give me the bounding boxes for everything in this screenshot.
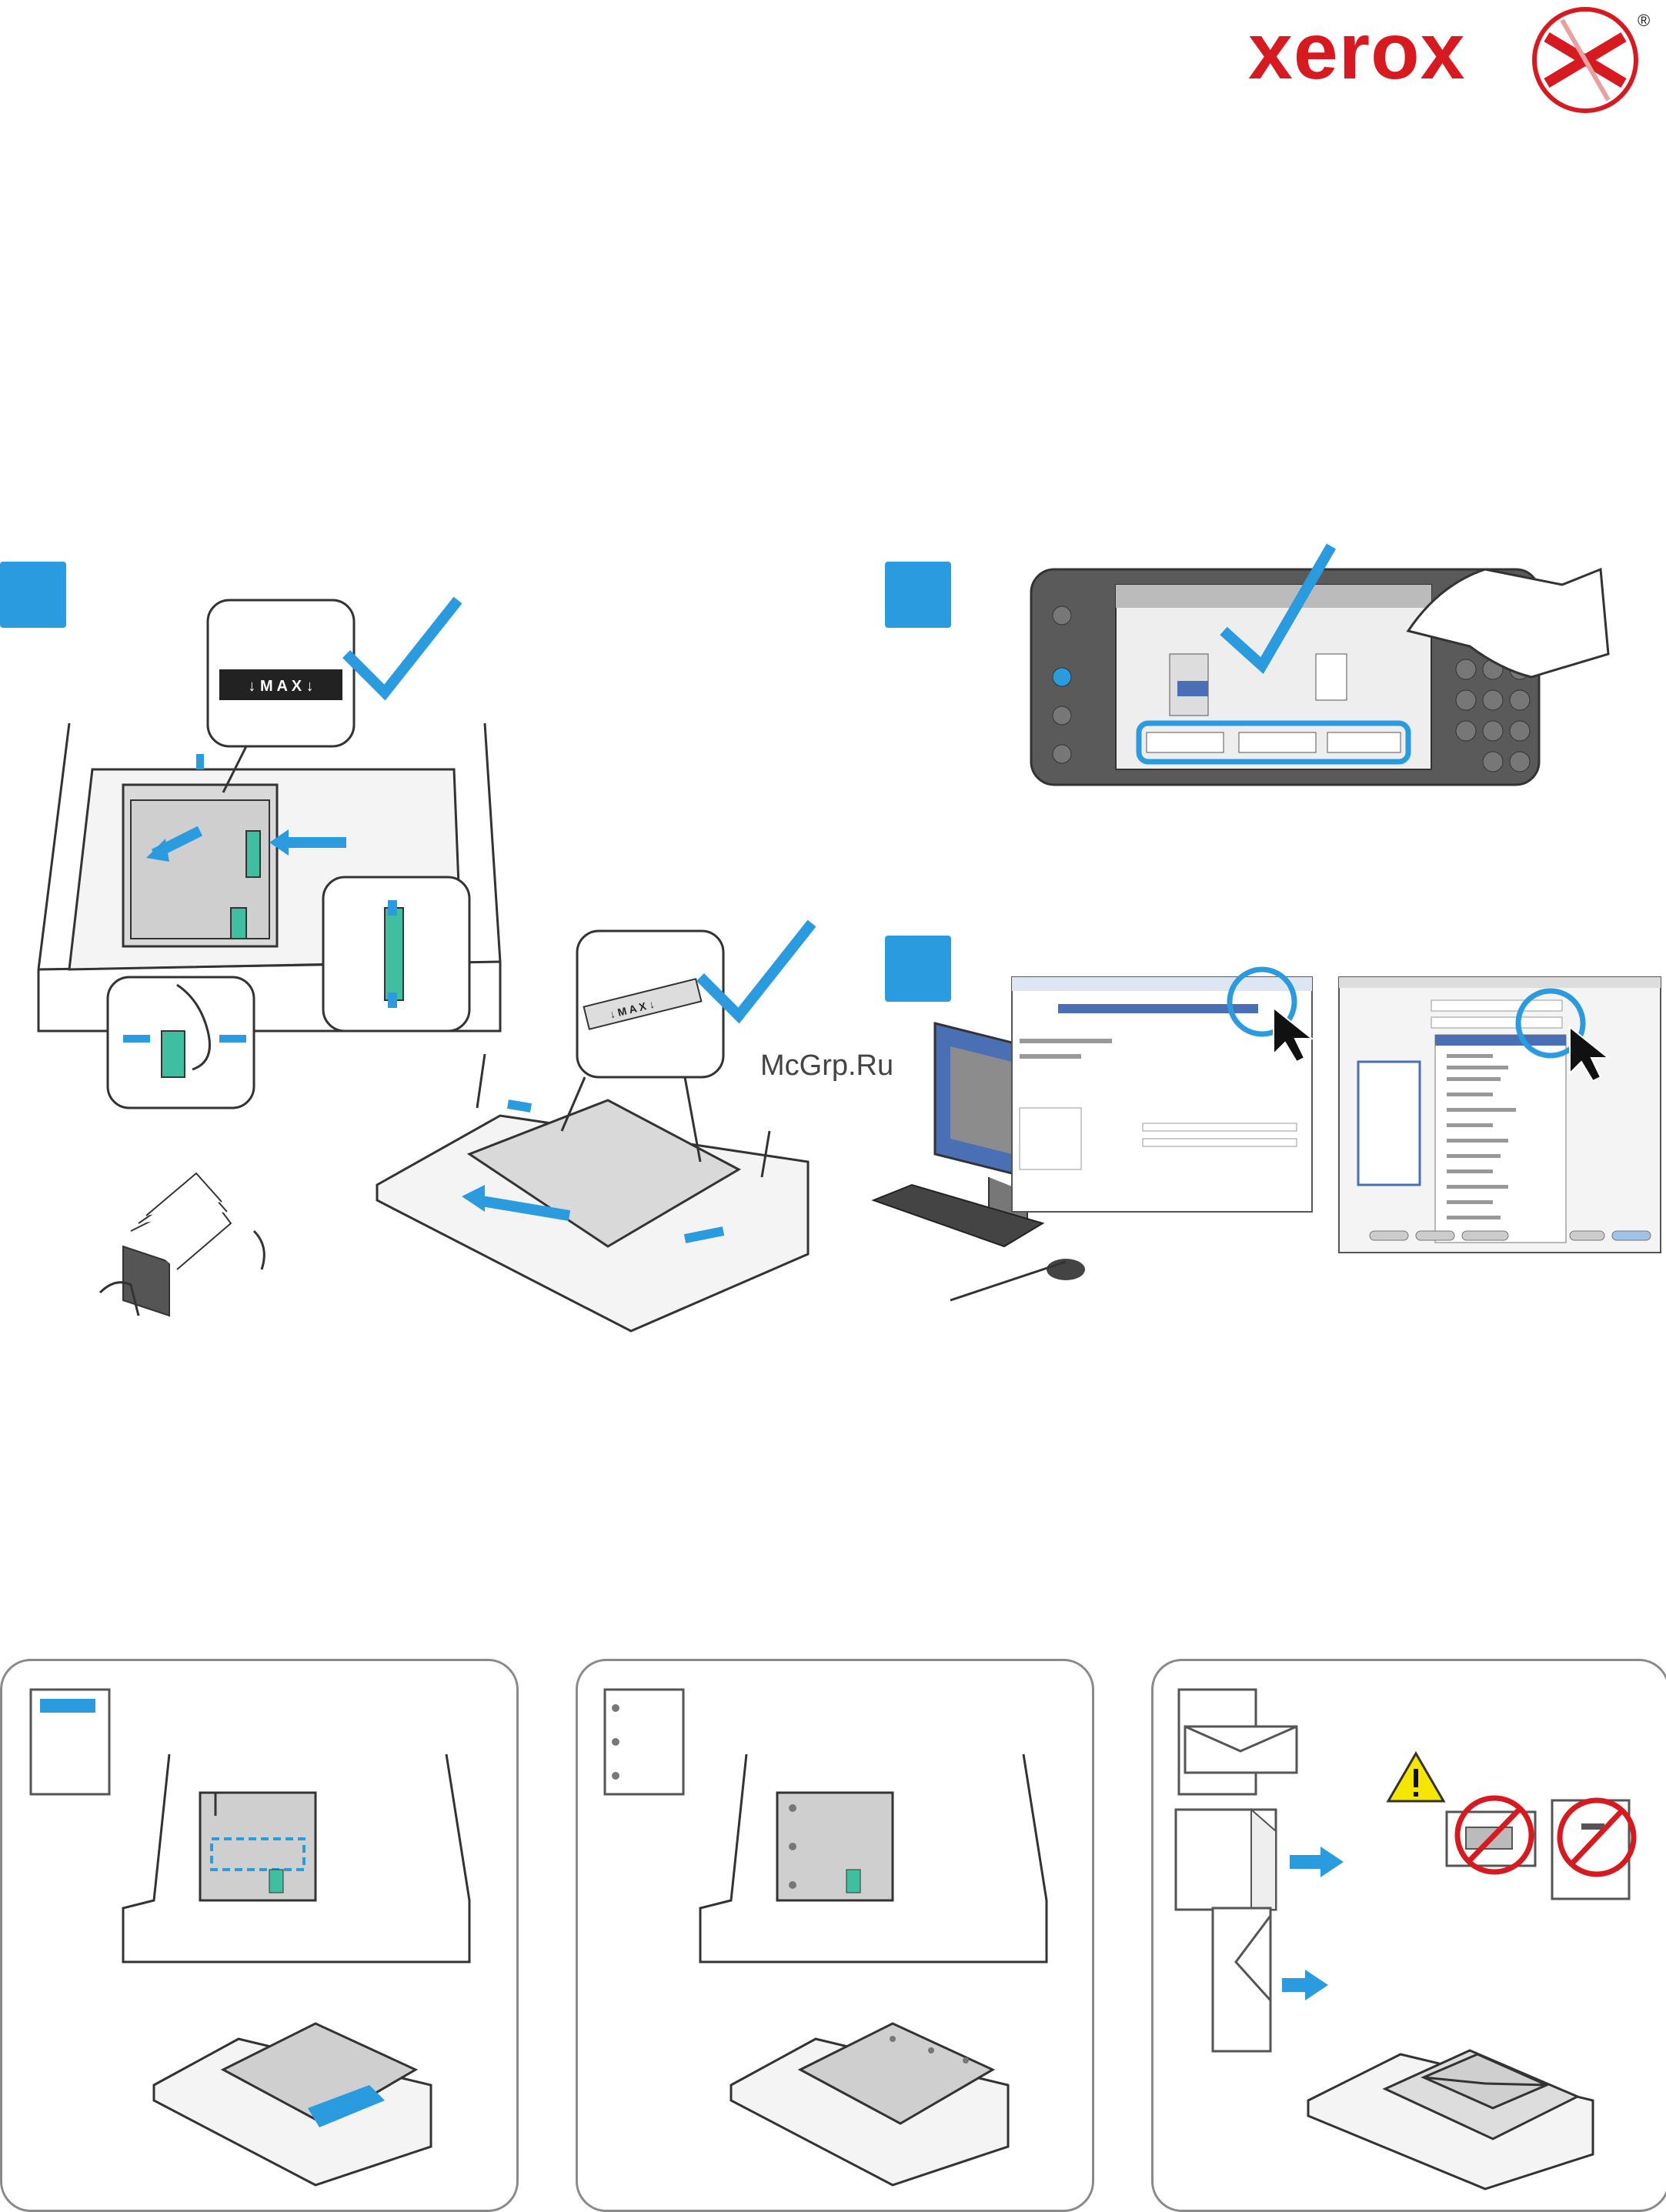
checkmark-icon (346, 600, 458, 692)
step-badge-2 (885, 562, 951, 628)
letterhead-sheet-icon (29, 1688, 111, 1796)
prohibited-icon (1447, 1793, 1547, 1877)
envelope-icon (1177, 1688, 1300, 1796)
max-fill-label: ↓ M A X ↓ (248, 678, 313, 695)
print-dialog-illustration (1012, 969, 1320, 1216)
watermark-text: McGrp.Ru (760, 1049, 893, 1083)
prepunched-tray-illustration (700, 1747, 1054, 2193)
driver-dropdown-illustration (1339, 977, 1662, 1254)
letterhead-tray-illustration (123, 1747, 477, 2193)
xerox-logo-text: xerox (1248, 6, 1466, 98)
punched-sheet-icon (603, 1688, 685, 1796)
prohibited-icon (1551, 1793, 1651, 1908)
control-panel-illustration (1023, 539, 1608, 792)
xerox-sphere-icon (1531, 6, 1639, 114)
bypass-tray-illustration: ↓ M A X ↓ (377, 931, 823, 1346)
registered-mark: ® (1638, 11, 1650, 31)
envelope-bypass-tray-illustration (1300, 1993, 1639, 2193)
warning-triangle-icon (1385, 1750, 1447, 1804)
